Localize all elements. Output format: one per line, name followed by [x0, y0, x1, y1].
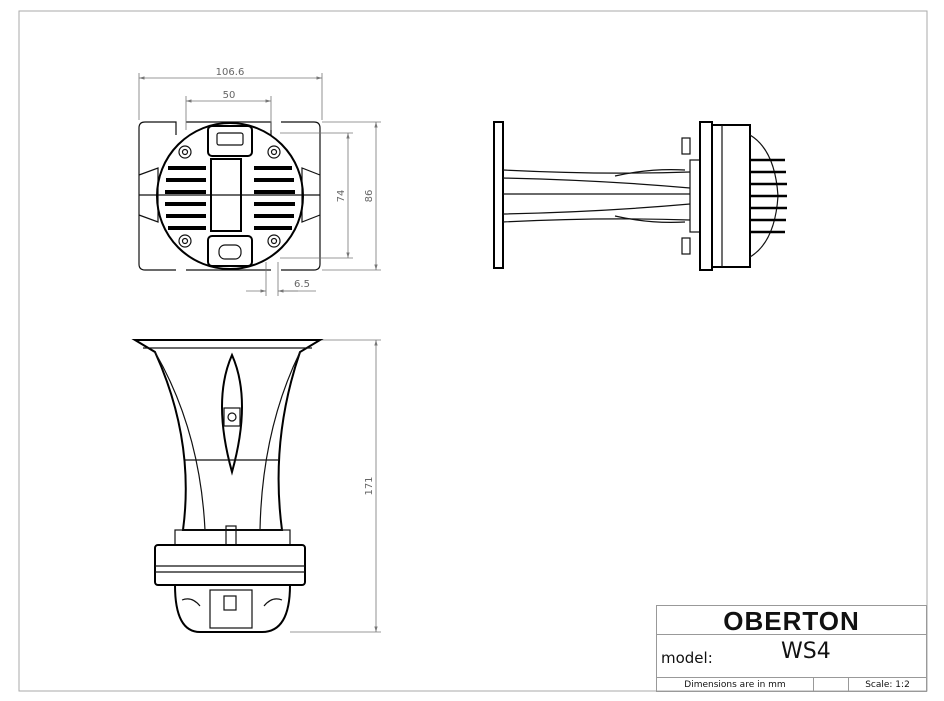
model-value: WS4 — [781, 639, 831, 664]
dimension-lines — [138, 73, 381, 633]
fins-left — [165, 166, 206, 230]
scale-label: Scale: 1:2 — [848, 677, 927, 692]
dim-overall-width: 106.6 — [216, 67, 245, 78]
side-view — [493, 121, 787, 271]
fins-right — [254, 166, 295, 230]
title-block-blank — [813, 677, 849, 692]
mount-holes — [178, 145, 281, 248]
dim-hole-spacing: 50 — [223, 90, 236, 101]
dim-overall-height: 86 — [364, 190, 375, 203]
bottom-view — [131, 339, 324, 633]
title-block-brand: OBERTON — [656, 605, 927, 636]
units-note: Dimensions are in mm — [656, 677, 814, 692]
dim-slot-width: 6.5 — [294, 279, 310, 290]
dim-inner-height: 74 — [336, 190, 347, 203]
side-fins — [750, 158, 787, 234]
model-label: model: — [661, 649, 713, 667]
front-view — [138, 121, 321, 271]
sheet-border — [18, 10, 928, 692]
title-block-model-row: model: WS4 — [656, 634, 927, 678]
dim-depth: 171 — [364, 476, 375, 495]
